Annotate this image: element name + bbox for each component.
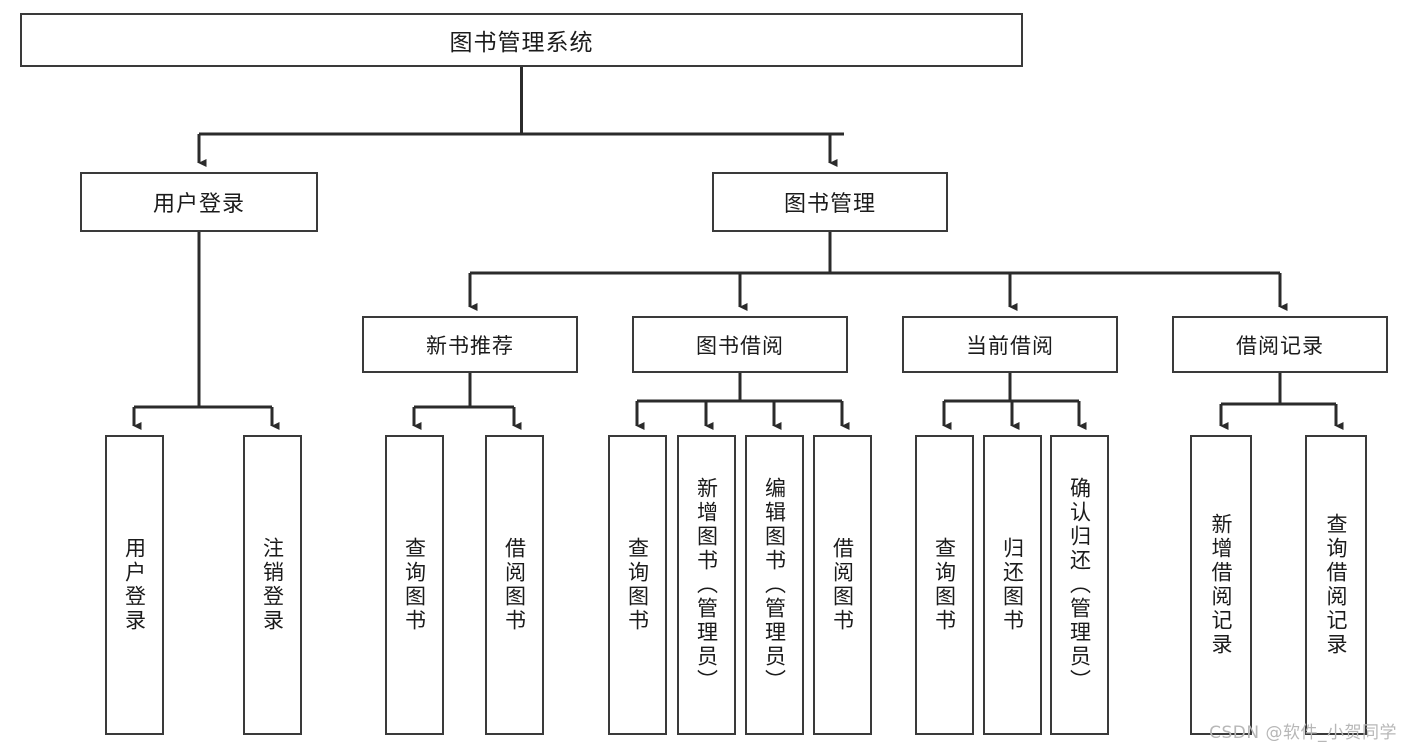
node-borrow-record[interactable]: 借阅记录	[1172, 316, 1388, 373]
leaf-add-borrow-record[interactable]: 新增借阅记录	[1190, 435, 1252, 735]
node-new-book-recommend[interactable]: 新书推荐	[362, 316, 578, 373]
node-label: 图书管理系统	[449, 30, 594, 56]
node-book-management[interactable]: 图书管理	[712, 172, 948, 232]
node-user-login[interactable]: 用户登录	[80, 172, 318, 232]
node-label: 编辑图书（管理员）	[762, 477, 787, 693]
node-label: 新增图书（管理员）	[694, 477, 719, 693]
node-label: 新书推荐	[426, 333, 514, 358]
node-current-borrow[interactable]: 当前借阅	[902, 316, 1118, 373]
node-label: 当前借阅	[966, 333, 1054, 358]
node-label: 确认归还（管理员）	[1067, 477, 1092, 693]
leaf-borrow-book-recommend[interactable]: 借阅图书	[485, 435, 544, 735]
leaf-query-borrow-record[interactable]: 查询借阅记录	[1305, 435, 1367, 735]
leaf-user-logout[interactable]: 注销登录	[243, 435, 302, 735]
node-label: 查询图书	[402, 537, 427, 633]
leaf-edit-book-admin[interactable]: 编辑图书（管理员）	[745, 435, 804, 735]
node-label: 新增借阅记录	[1209, 513, 1234, 657]
leaf-return-book[interactable]: 归还图书	[983, 435, 1042, 735]
leaf-add-book-admin[interactable]: 新增图书（管理员）	[677, 435, 736, 735]
leaf-confirm-return-admin[interactable]: 确认归还（管理员）	[1050, 435, 1109, 735]
leaf-query-book-recommend[interactable]: 查询图书	[385, 435, 444, 735]
node-label: 查询借阅记录	[1324, 513, 1349, 657]
node-label: 用户登录	[152, 192, 245, 217]
node-label: 用户登录	[122, 537, 147, 633]
leaf-query-book-borrow[interactable]: 查询图书	[608, 435, 667, 735]
node-label: 查询图书	[625, 537, 650, 633]
node-label: 借阅记录	[1236, 333, 1324, 358]
node-label: 注销登录	[260, 537, 285, 633]
node-root-system[interactable]: 图书管理系统	[20, 13, 1023, 67]
watermark-text: CSDN @软件_小贺同学	[1209, 723, 1397, 743]
node-label: 图书管理	[783, 192, 876, 217]
node-book-borrow[interactable]: 图书借阅	[632, 316, 848, 373]
node-label: 借阅图书	[502, 537, 527, 633]
node-label: 归还图书	[1000, 537, 1025, 633]
leaf-user-login[interactable]: 用户登录	[105, 435, 164, 735]
node-label: 查询图书	[932, 537, 957, 633]
leaf-borrow-book[interactable]: 借阅图书	[813, 435, 872, 735]
node-label: 借阅图书	[830, 537, 855, 633]
node-label: 图书借阅	[696, 333, 784, 358]
leaf-query-book-current[interactable]: 查询图书	[915, 435, 974, 735]
